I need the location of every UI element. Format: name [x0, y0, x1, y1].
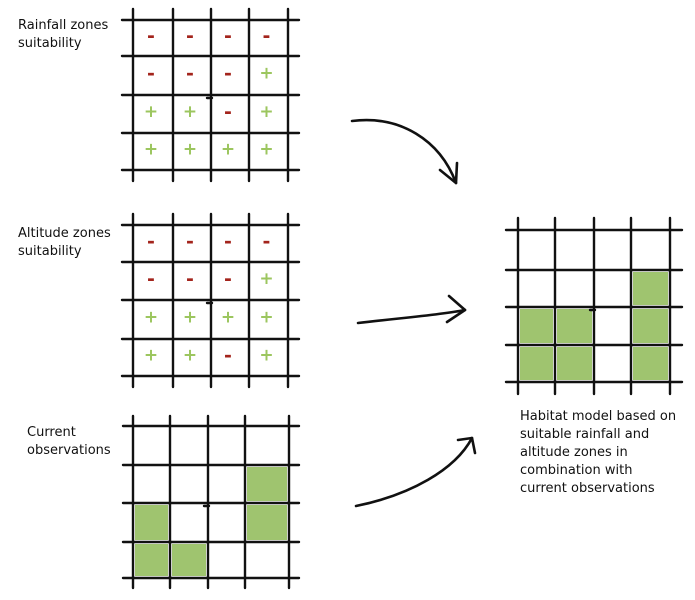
filled-cell [135, 544, 168, 576]
minus-sign: - [263, 231, 271, 253]
minus-sign: - [186, 231, 194, 253]
minus-sign: - [147, 231, 155, 253]
minus-sign: - [186, 63, 194, 85]
minus-sign: - [147, 25, 155, 47]
plus-sign: + [259, 308, 273, 328]
plus-sign: + [259, 346, 273, 366]
minus-sign: - [263, 25, 271, 47]
habitat-grid [504, 216, 684, 396]
plus-sign: + [183, 102, 197, 122]
minus-sign: - [224, 63, 232, 85]
plus-sign: + [259, 269, 273, 289]
minus-sign: - [186, 268, 194, 290]
altitude-grid: - - - - - - - + + + + + + + - + [120, 212, 301, 389]
minus-sign: - [147, 63, 155, 85]
plus-sign: + [183, 140, 197, 160]
minus-sign: - [186, 25, 194, 47]
filled-cell [633, 272, 668, 305]
rainfall-grid: - - - - - - - + + + - + + + + + [120, 7, 301, 183]
plus-sign: + [259, 64, 273, 84]
arrow-observations-to-habitat [354, 436, 477, 508]
filled-cell [633, 309, 668, 343]
minus-sign: - [224, 345, 232, 367]
minus-sign: - [147, 268, 155, 290]
filled-cell [135, 505, 168, 540]
plus-sign: + [259, 140, 273, 160]
altitude-zones-label: Altitude zones suitability [18, 226, 111, 259]
minus-sign: - [224, 231, 232, 253]
plus-sign: + [183, 308, 197, 328]
filled-cell [520, 347, 553, 380]
plus-sign: + [144, 346, 158, 366]
current-observations-label: Current observations [27, 425, 111, 458]
plus-sign: + [259, 102, 273, 122]
plus-sign: + [144, 140, 158, 160]
rainfall-zones-label: Rainfall zones suitability [18, 18, 109, 51]
plus-sign: + [144, 102, 158, 122]
minus-sign: - [224, 101, 232, 123]
plus-sign: + [221, 140, 235, 160]
filled-cell [172, 544, 206, 576]
arrow-altitude-to-habitat [356, 294, 467, 325]
filled-cell [633, 347, 668, 380]
minus-sign: - [224, 25, 232, 47]
filled-cell [247, 505, 287, 540]
plus-sign: + [183, 346, 197, 366]
arrow-rainfall-to-habitat [350, 118, 459, 185]
plus-sign: + [144, 308, 158, 328]
filled-cell [520, 309, 553, 343]
habitat-model-label: Habitat model based on suitable rainfall… [520, 409, 677, 496]
filled-cell [247, 467, 287, 501]
filled-cell [557, 309, 592, 343]
minus-sign: - [224, 268, 232, 290]
observations-grid [121, 414, 301, 590]
plus-sign: + [221, 308, 235, 328]
filled-cell [557, 347, 592, 380]
